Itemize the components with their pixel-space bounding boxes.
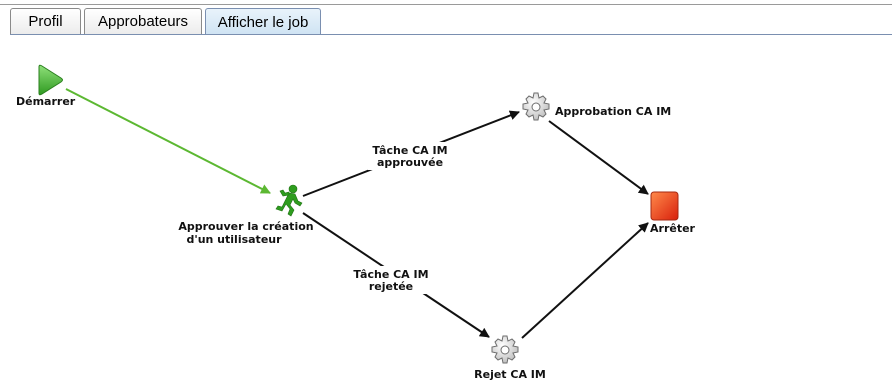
edge-reject-to-stop: [521, 222, 649, 339]
node-approve-user[interactable]: Approuver la création d'un utilisateur: [178, 184, 314, 246]
node-start[interactable]: Démarrer: [16, 64, 76, 108]
edge-label-approved-line2: approuvée: [377, 156, 443, 169]
edge-label-rejected-line2: rejetée: [369, 280, 413, 293]
node-reject[interactable]: Rejet CA IM: [474, 335, 546, 381]
edge-approval-to-stop: [548, 120, 649, 195]
node-approval-label: Approbation CA IM: [555, 105, 671, 118]
running-person-icon: [275, 184, 303, 217]
tab-bar: Profil Approbateurs Afficher le job: [0, 0, 892, 36]
edge-label-bg: [350, 266, 432, 294]
node-approval[interactable]: Approbation CA IM: [522, 92, 671, 121]
edge-label-rejected-line1: Tâche CA IM: [353, 268, 428, 281]
gear-icon: [522, 92, 550, 121]
tab-underline: [10, 34, 892, 35]
node-reject-label: Rejet CA IM: [474, 368, 546, 381]
edge-start-to-approve: [65, 88, 271, 194]
tab-afficher-le-job[interactable]: Afficher le job: [205, 8, 321, 35]
top-border: [0, 4, 892, 5]
node-stop-label: Arrêter: [650, 222, 696, 235]
node-approve-user-label-line1: Approuver la création: [178, 220, 313, 233]
edge-label-approved-line1: Tâche CA IM: [372, 144, 447, 157]
edge-label-bg: [368, 142, 450, 170]
play-icon: [38, 64, 63, 96]
tab-profil[interactable]: Profil: [10, 8, 81, 34]
node-start-label: Démarrer: [16, 95, 76, 108]
gear-icon: [491, 335, 519, 364]
stop-icon: [650, 191, 679, 221]
node-stop[interactable]: Arrêter: [650, 191, 696, 235]
node-approve-user-label-line2: d'un utilisateur: [186, 233, 282, 246]
tab-approbateurs[interactable]: Approbateurs: [84, 8, 202, 34]
